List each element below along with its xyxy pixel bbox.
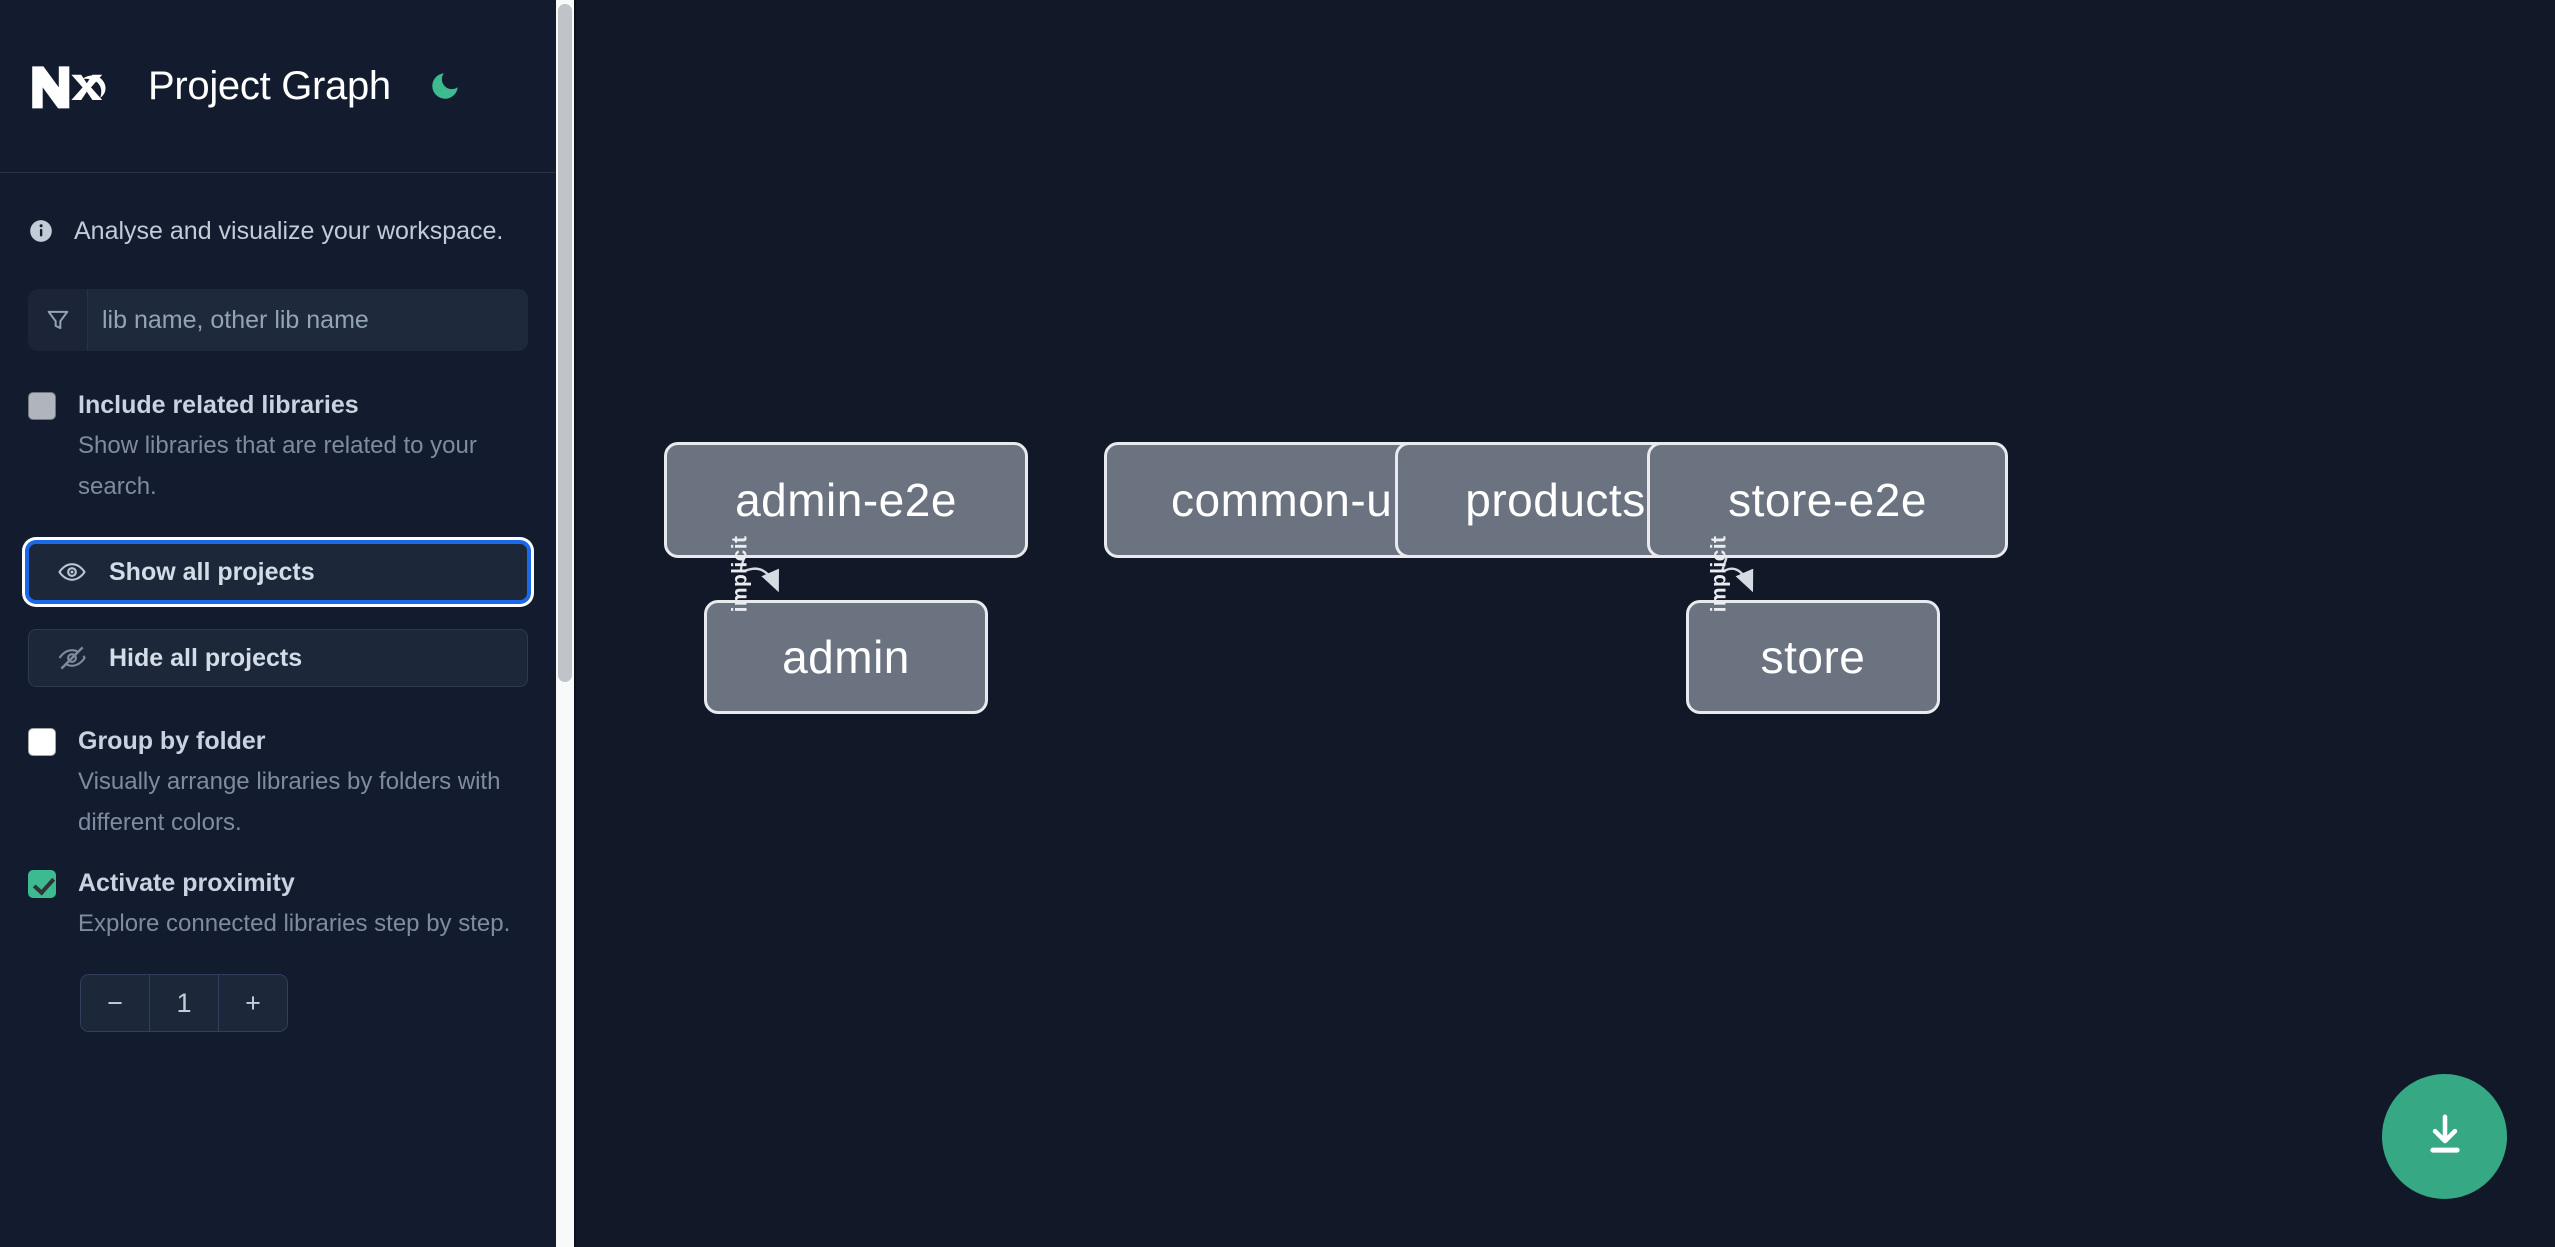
graph-node-store[interactable]: store xyxy=(1686,600,1940,714)
filter-box xyxy=(28,289,528,351)
proximity-value: 1 xyxy=(149,975,219,1031)
graph-node-admin[interactable]: admin xyxy=(704,600,988,714)
option-activate-proximity[interactable]: Activate proximity Explore connected lib… xyxy=(28,863,528,944)
group-by-folder-label: Group by folder xyxy=(78,727,266,755)
eye-icon xyxy=(57,557,87,587)
show-all-projects-button[interactable]: Show all projects xyxy=(28,543,528,601)
search-input[interactable] xyxy=(88,289,528,351)
download-image-button[interactable] xyxy=(2382,1074,2507,1199)
download-icon xyxy=(2419,1109,2471,1164)
graph-edge-store-e2e-to-store xyxy=(1721,557,1754,593)
graph-node-admin-e2e[interactable]: admin-e2e xyxy=(664,442,1028,558)
graph-edge-label-admin-e2e-to-admin: implicit xyxy=(728,535,752,613)
sidebar-divider xyxy=(574,0,576,1247)
proximity-decrement-button[interactable]: − xyxy=(81,975,149,1031)
include-related-libraries-checkbox[interactable] xyxy=(28,392,56,420)
activate-proximity-label: Activate proximity xyxy=(78,869,295,897)
include-related-libraries-description: Show libraries that are related to your … xyxy=(78,432,477,500)
graph-edge-label-store-e2e-to-store: implicit xyxy=(1707,535,1731,613)
activate-proximity-description: Explore connected libraries step by step… xyxy=(78,910,511,937)
funnel-icon xyxy=(28,289,88,351)
sidebar: Project Graph Analyse and visualize your… xyxy=(0,0,556,1247)
include-related-libraries-label: Include related libraries xyxy=(78,391,359,419)
hide-all-projects-button[interactable]: Hide all projects xyxy=(28,629,528,687)
graph-edges xyxy=(739,557,1754,593)
graph-edge-admin-e2e-to-admin xyxy=(739,557,779,593)
page-title: Project Graph xyxy=(148,63,391,108)
nx-logo-icon xyxy=(28,58,112,114)
moon-icon[interactable] xyxy=(425,66,465,106)
group-by-folder-checkbox[interactable] xyxy=(28,728,56,756)
eye-slash-icon xyxy=(57,643,87,673)
hide-all-projects-label: Hide all projects xyxy=(109,643,303,672)
sidebar-scrollbar-thumb[interactable] xyxy=(558,4,572,682)
option-group-by-folder[interactable]: Group by folder Visually arrange librari… xyxy=(28,721,528,843)
show-all-projects-label: Show all projects xyxy=(109,557,315,586)
graph-node-store-e2e[interactable]: store-e2e xyxy=(1647,442,2008,558)
option-include-related-libraries[interactable]: Include related libraries Show libraries… xyxy=(28,385,528,507)
info-icon xyxy=(28,218,54,244)
tagline: Analyse and visualize your workspace. xyxy=(28,173,528,289)
group-by-folder-description: Visually arrange libraries by folders wi… xyxy=(78,768,501,836)
proximity-stepper: − 1 + xyxy=(80,974,288,1032)
tagline-text: Analyse and visualize your workspace. xyxy=(74,216,504,245)
activate-proximity-checkbox[interactable] xyxy=(28,870,56,898)
proximity-increment-button[interactable]: + xyxy=(219,975,287,1031)
project-visibility-buttons: Show all projects Hide all projects xyxy=(28,543,528,687)
sidebar-header: Project Graph xyxy=(0,0,556,173)
sidebar-body: Analyse and visualize your workspace. In… xyxy=(0,173,556,1032)
